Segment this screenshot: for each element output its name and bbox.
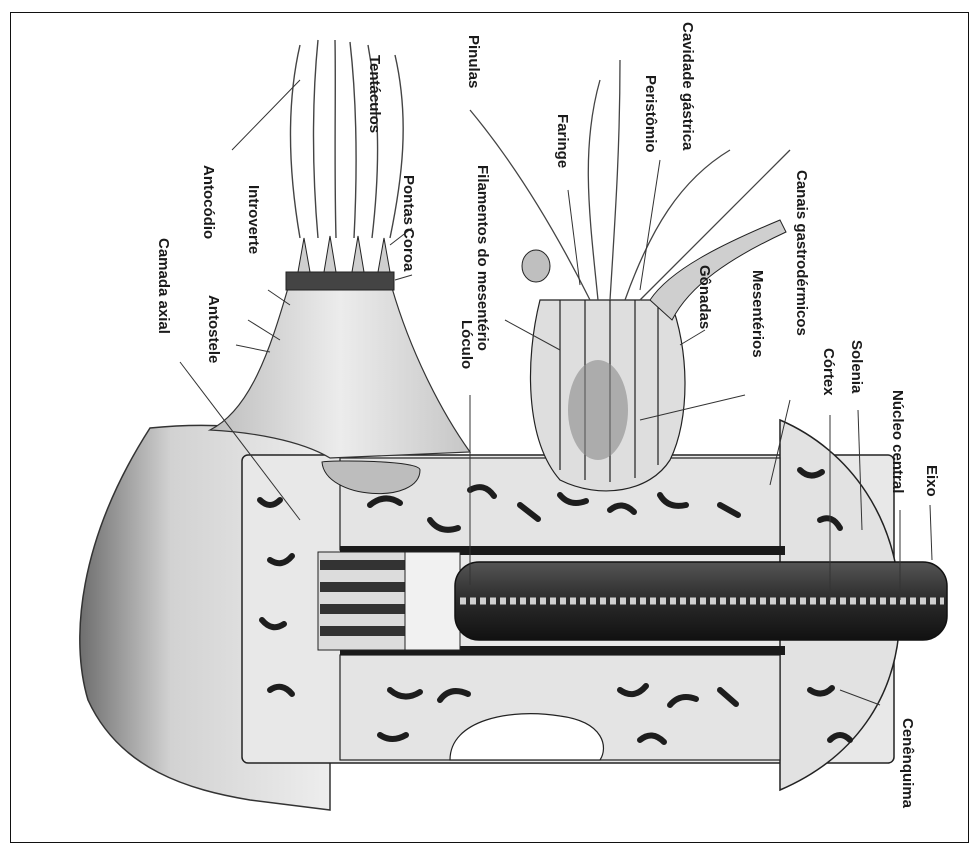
label-cavidade-gastrica: Cavidade gástrica (679, 22, 696, 151)
label-mesenterios: Mesentérios (749, 270, 766, 358)
label-faringe: Faringe (554, 114, 571, 168)
label-pinulas: Pinulas (465, 35, 482, 88)
gonads (568, 360, 628, 460)
pontas (298, 236, 390, 272)
label-eixo: Eixo (923, 465, 940, 497)
label-antocodio: Antocódio (200, 165, 217, 239)
label-solenia: Solenia (848, 340, 865, 394)
left-polyp-body (210, 288, 470, 458)
label-antostele: Antostele (205, 295, 222, 363)
label-filamentos-mesenterio: Filamentos do mesentério (474, 165, 491, 351)
label-camada-axial: Camada axial (155, 238, 172, 334)
label-tentaculos: Tentáculos (366, 55, 383, 133)
label-loculo: Lóculo (458, 320, 475, 369)
label-coroa: Coroa (400, 228, 417, 272)
coroa-ring (286, 272, 394, 290)
axial-layer (318, 552, 460, 650)
label-peristomio: Peristômio (642, 75, 659, 153)
tentacles (291, 40, 404, 238)
label-canais-gastrodermicos: Canais gastrodérmicos (793, 170, 810, 336)
pinnule-tentacles (470, 60, 790, 300)
label-cenenquima: Cenênquima (899, 718, 916, 809)
label-nucleo-central: Núcleo central (889, 390, 906, 493)
label-gonadas: Gônadas (696, 265, 713, 329)
label-pontas: Pontas (400, 175, 417, 225)
label-introverte: Introverte (245, 185, 262, 254)
gemma (522, 250, 550, 282)
label-cortex: Córtex (820, 348, 837, 396)
